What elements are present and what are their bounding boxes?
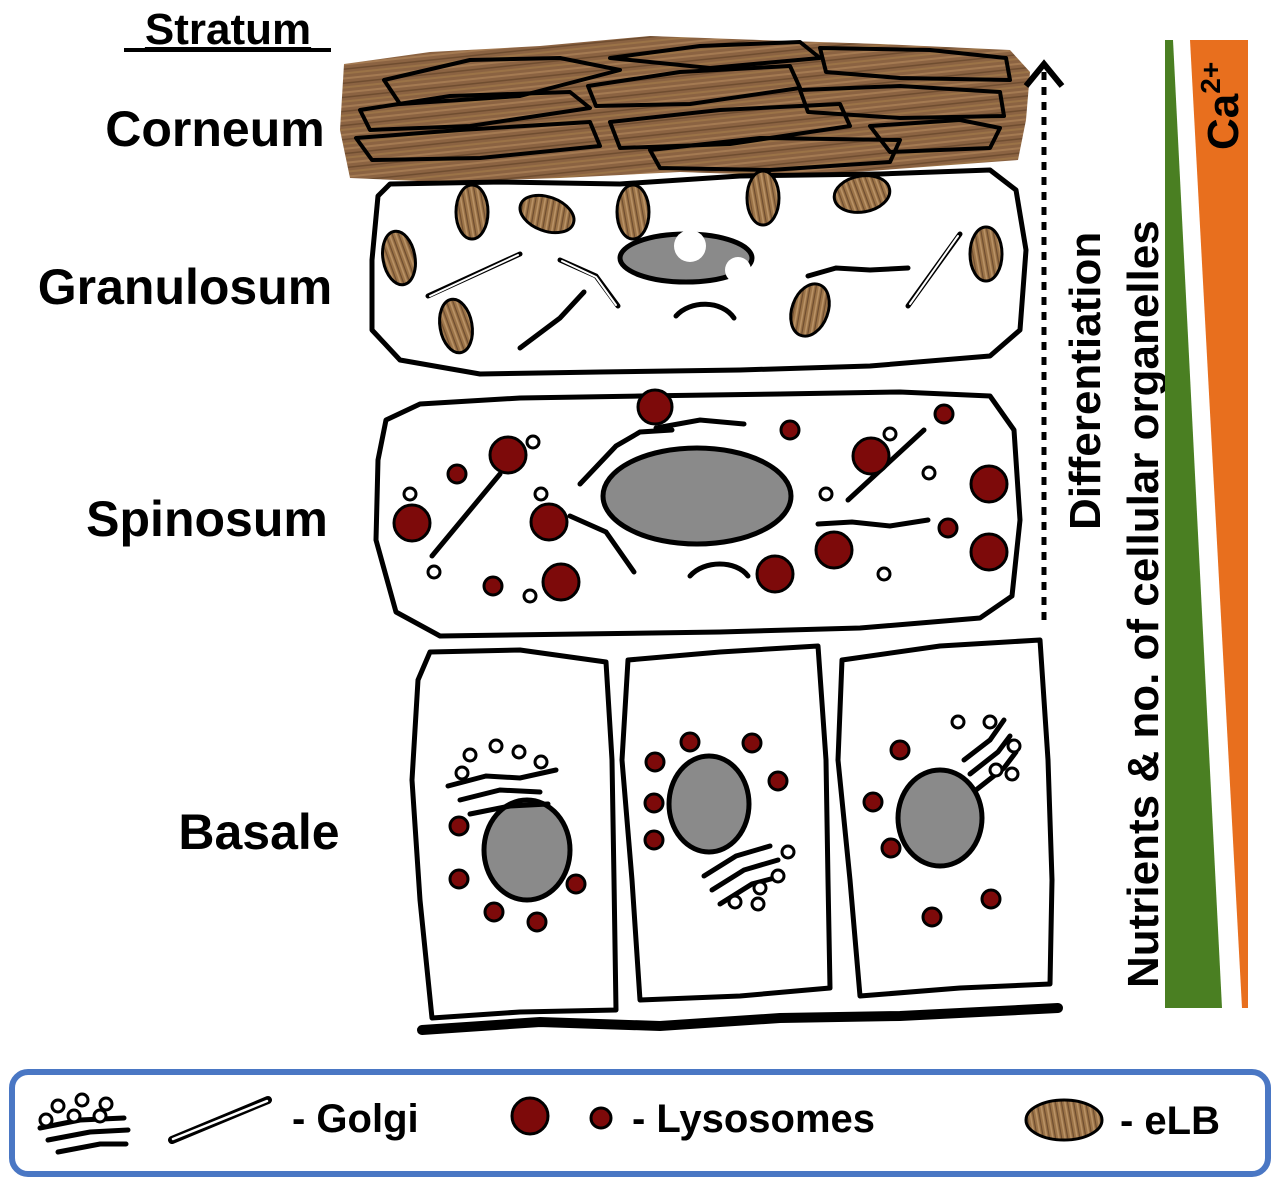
corneum-layer — [340, 36, 1030, 182]
spinosum-golgi — [429, 417, 931, 579]
basale-cell-2 — [619, 643, 833, 1003]
basement-membrane — [417, 1003, 1063, 1035]
legend-golgi: - Golgi — [292, 1097, 419, 1141]
corneum-label: Corneum — [105, 101, 324, 157]
basale-cell-1 — [409, 647, 619, 1021]
nutrients-wedge — [1165, 40, 1222, 1008]
legend-elb: - eLB — [1120, 1099, 1220, 1143]
lysosome-small-icon — [589, 1106, 613, 1130]
basale-nucleus-3 — [895, 767, 985, 869]
calcium-label: Ca2+ — [1195, 62, 1248, 150]
differentiation-arrowhead — [1023, 59, 1065, 88]
spinosum-nucleus — [600, 445, 794, 547]
spinosum-vesicles — [402, 426, 937, 604]
calcium-base: Ca — [1199, 93, 1248, 150]
golgi-cisterna-icon — [168, 1096, 272, 1144]
spinosum-label: Spinosum — [86, 491, 328, 547]
lysosome-large-icon — [510, 1096, 550, 1136]
calcium-superscript: 2+ — [1195, 62, 1226, 94]
differentiation-label: Differentiation — [1061, 232, 1110, 530]
granulosum-cell — [369, 167, 1029, 377]
stratum-heading: Stratum — [145, 5, 311, 54]
legend: - Golgi - Lysosomes - eLB — [9, 1069, 1271, 1177]
nutrients-label: Nutrients & no. of cellular organelles — [1119, 220, 1168, 988]
elb-icon — [1024, 1098, 1104, 1142]
granulosum-label: Granulosum — [38, 259, 332, 315]
basale-label: Basale — [178, 804, 339, 860]
basale-nucleus-2 — [666, 753, 752, 855]
elb-granules — [381, 169, 1004, 355]
spinosum-cell — [373, 388, 1023, 639]
legend-lysosomes: - Lysosomes — [632, 1097, 875, 1141]
basale-cell-3 — [835, 637, 1055, 999]
basale-nucleus-1 — [481, 797, 573, 903]
calcium-wedge — [1190, 40, 1248, 1008]
spinosum-lysosomes — [392, 388, 1009, 602]
legend-box — [9, 1069, 1271, 1177]
golgi-stack-icon — [37, 1092, 131, 1155]
